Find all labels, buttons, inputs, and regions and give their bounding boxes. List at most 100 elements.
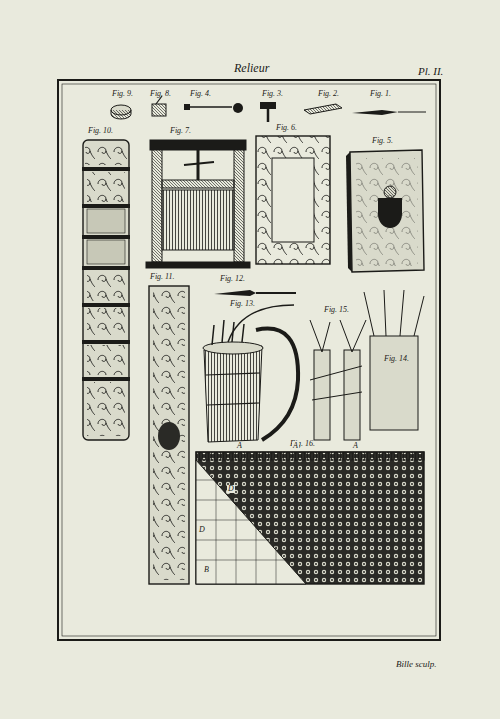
fig3-hammer: [260, 102, 276, 122]
engraving-stroke: [314, 350, 330, 440]
fig11-strip: [149, 286, 189, 584]
engraving-stroke: [87, 271, 125, 301]
fig14-bands: [364, 290, 424, 430]
figure-label: Fig. 14.: [384, 355, 409, 363]
engraving-stroke: [212, 320, 244, 345]
engraving-stroke: [149, 286, 189, 584]
engraving-stroke: [204, 346, 262, 442]
engraving-stroke: [83, 140, 129, 440]
callout-letter: D: [227, 485, 235, 493]
engraving-stroke: [82, 377, 130, 381]
engraving-stroke: [272, 158, 314, 242]
engraving-stroke: [184, 162, 214, 165]
engraving-stroke: [196, 540, 278, 541]
engraving-stroke: [82, 167, 130, 381]
fig16-board: [196, 452, 424, 584]
engraving-stroke: [188, 106, 232, 108]
fig15-bands: [310, 320, 366, 440]
engraving-stroke: [216, 480, 217, 584]
fig2-folder: [304, 104, 342, 114]
engraving-stroke: [87, 345, 125, 375]
engraving-stroke: [82, 235, 130, 239]
engraving-stroke: [304, 104, 342, 114]
callout-letter: B: [203, 566, 210, 574]
engraving-stroke: [196, 480, 224, 481]
engraving-stroke: [214, 290, 256, 296]
engraving-stroke: [256, 520, 257, 584]
engraving-stroke: [206, 373, 260, 375]
figure-label: Fig. 11.: [150, 273, 175, 281]
engraving-stroke: [82, 303, 130, 307]
plate-border: [58, 80, 440, 640]
figure-label: Fig. 4.: [190, 90, 211, 98]
engraving-stroke: [153, 290, 185, 580]
engraving-stroke: [236, 500, 237, 584]
fig8-pot: [152, 96, 166, 116]
engraving-stroke: [87, 209, 125, 233]
figure-label: Fig. 13.: [230, 300, 255, 308]
engraving-stroke: [87, 382, 125, 436]
engraving-stroke: [206, 373, 260, 405]
figure-label: Fig. 5.: [372, 137, 393, 145]
engraving-stroke: [58, 80, 440, 640]
engraving-stroke: [364, 290, 424, 336]
engraving-stroke: [87, 240, 125, 264]
engraving-stroke: [196, 480, 295, 584]
engraving-stroke: [384, 186, 396, 198]
callout-letter: A: [292, 442, 299, 450]
engraving-stroke: [256, 136, 330, 264]
figure-label: Fig. 1.: [370, 90, 391, 98]
engraving-stroke: [352, 110, 398, 115]
engraving-stroke: [207, 403, 259, 405]
engraving-stroke: [196, 460, 306, 584]
engraving-stroke: [398, 112, 426, 113]
figure-label: Fig. 2.: [318, 90, 339, 98]
engraving-stroke: [158, 422, 180, 450]
engraving-stroke: [260, 102, 276, 109]
engraver-signature: Bille sculp.: [396, 660, 437, 669]
engraving-stroke: [256, 329, 298, 440]
engraving-stroke: [310, 366, 362, 400]
figure-label: Fig. 9.: [112, 90, 133, 98]
fig13-sewing-frame: [203, 305, 298, 442]
fig4-tool: [184, 103, 243, 113]
fig1-knife: [352, 110, 426, 115]
figure-label: Fig. 6.: [276, 124, 297, 132]
engraving-stroke: [82, 266, 130, 270]
engraving-stroke: [276, 540, 277, 584]
fig10-spine: [82, 140, 130, 440]
fig9-weight: [111, 105, 131, 119]
engraving-stroke: [150, 140, 246, 150]
engraving-stroke: [228, 305, 294, 342]
engraving-stroke: [350, 150, 424, 272]
engraving-stroke: [82, 167, 130, 171]
plate-number: Pl. II.: [418, 66, 443, 77]
engraving-stroke: [196, 560, 295, 561]
engraving-stroke: [196, 452, 424, 460]
engraving-stroke: [346, 152, 352, 272]
engraving-stroke: [267, 109, 270, 122]
engraving-stroke: [152, 142, 162, 262]
engraving-stroke: [87, 172, 125, 202]
engraving-stroke: [82, 340, 130, 344]
engraving-stroke: [378, 198, 402, 228]
figure-label: Fig. 3.: [262, 90, 283, 98]
engraving-stroke: [234, 142, 244, 262]
engraving-stroke: [146, 262, 250, 268]
figure-label: Fig. 7.: [170, 127, 191, 135]
fig12-knife: [214, 290, 296, 296]
fig5-book: [346, 150, 424, 272]
engraving-stroke: [162, 180, 234, 188]
callout-letter: D: [198, 526, 206, 534]
engraving-stroke: [196, 452, 424, 584]
engraving-stroke: [197, 150, 200, 180]
engraving-stroke: [184, 104, 190, 110]
engraving-stroke: [196, 520, 260, 521]
engraving-stroke: [152, 104, 166, 116]
engraving-stroke: [62, 84, 436, 636]
engraving-stroke: [82, 204, 130, 208]
callout-letter: A: [352, 442, 359, 450]
figure-label: Fig. 12.: [220, 275, 245, 283]
